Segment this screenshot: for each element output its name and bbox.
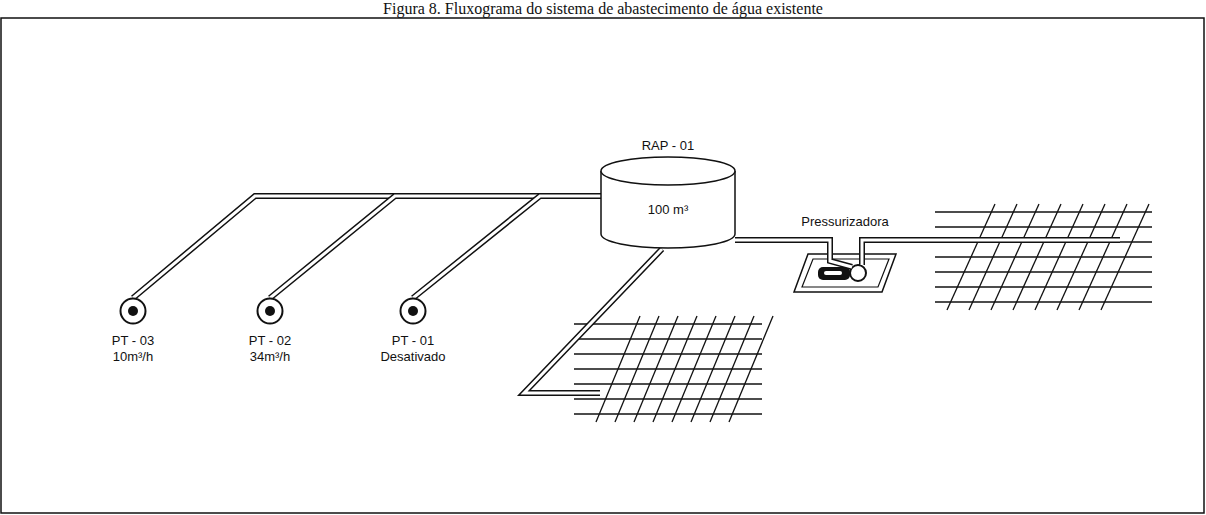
grid-line xyxy=(574,353,762,354)
pipe-connector xyxy=(413,196,601,298)
grid-line xyxy=(969,204,1017,310)
well-symbol xyxy=(399,297,427,325)
pipe xyxy=(524,240,1120,393)
grid-line xyxy=(672,316,716,422)
grid-line xyxy=(574,398,762,399)
well-symbol xyxy=(256,297,284,325)
grid-line xyxy=(1035,204,1083,310)
grid-line xyxy=(991,204,1039,310)
well-name: PT - 02 xyxy=(249,333,291,349)
pipe xyxy=(133,196,601,298)
distribution-pipe xyxy=(862,240,1120,252)
grid-line xyxy=(935,271,1152,272)
well-flow: Desativado xyxy=(380,349,445,365)
distribution-pipe xyxy=(524,249,662,393)
reservoir-name: RAP - 01 xyxy=(600,138,736,154)
grid-line xyxy=(935,301,1152,302)
grid-line xyxy=(729,316,773,422)
reservoir-node: RAP - 01 100 m³ xyxy=(600,138,736,250)
pump-pipe-core xyxy=(830,252,852,267)
grid-line xyxy=(574,368,762,369)
well-node: PT - 0310m³/h xyxy=(112,297,154,365)
grid-line xyxy=(947,204,995,310)
reservoir-volume: 100 m³ xyxy=(600,202,736,218)
pipe-core xyxy=(413,196,601,298)
pipe-connector xyxy=(133,196,601,298)
figure-title: Figura 8. Fluxograma do sistema de abast… xyxy=(0,0,1206,17)
grid-line xyxy=(596,316,640,422)
well-name: PT - 03 xyxy=(112,333,154,349)
well-name: PT - 01 xyxy=(392,333,434,349)
pipe-connector xyxy=(735,240,830,252)
grid-line xyxy=(574,323,762,324)
pipe-connector xyxy=(270,196,601,298)
grid-line xyxy=(1101,204,1149,310)
pipe xyxy=(270,196,601,298)
distribution-pipe-core xyxy=(524,249,662,393)
pipe xyxy=(413,196,601,298)
well-flow: 10m³/h xyxy=(113,349,153,365)
pump-node: Pressurizadora xyxy=(790,214,900,298)
grid-line xyxy=(615,316,659,422)
grid-line xyxy=(935,286,1152,287)
grid-line xyxy=(1079,204,1127,310)
pump-pipe xyxy=(830,252,852,267)
pipe-core xyxy=(133,196,601,298)
pump-symbol xyxy=(792,252,898,294)
grid-line xyxy=(634,316,678,422)
grid-line xyxy=(935,256,1152,257)
well-node: PT - 01Desativado xyxy=(380,297,445,365)
grid-line xyxy=(691,316,735,422)
grid-line xyxy=(1013,204,1061,310)
well-symbol xyxy=(119,297,147,325)
grid-line xyxy=(710,316,754,422)
pipe xyxy=(735,240,830,252)
distribution-pipe-core xyxy=(862,240,1120,252)
frame xyxy=(1,18,1204,513)
pipe-core xyxy=(735,240,830,252)
grid-line xyxy=(1057,204,1105,310)
grid-line xyxy=(935,226,1152,227)
grid-line xyxy=(653,316,697,422)
pipe-core xyxy=(270,196,601,298)
well-flow: 34m³/h xyxy=(250,349,290,365)
grid-line xyxy=(574,413,762,414)
grid-line xyxy=(935,211,1152,212)
well-node: PT - 0234m³/h xyxy=(249,297,291,365)
pump-pipe-core xyxy=(861,252,864,265)
pump-name: Pressurizadora xyxy=(790,214,900,230)
pump-pipe xyxy=(859,252,865,265)
